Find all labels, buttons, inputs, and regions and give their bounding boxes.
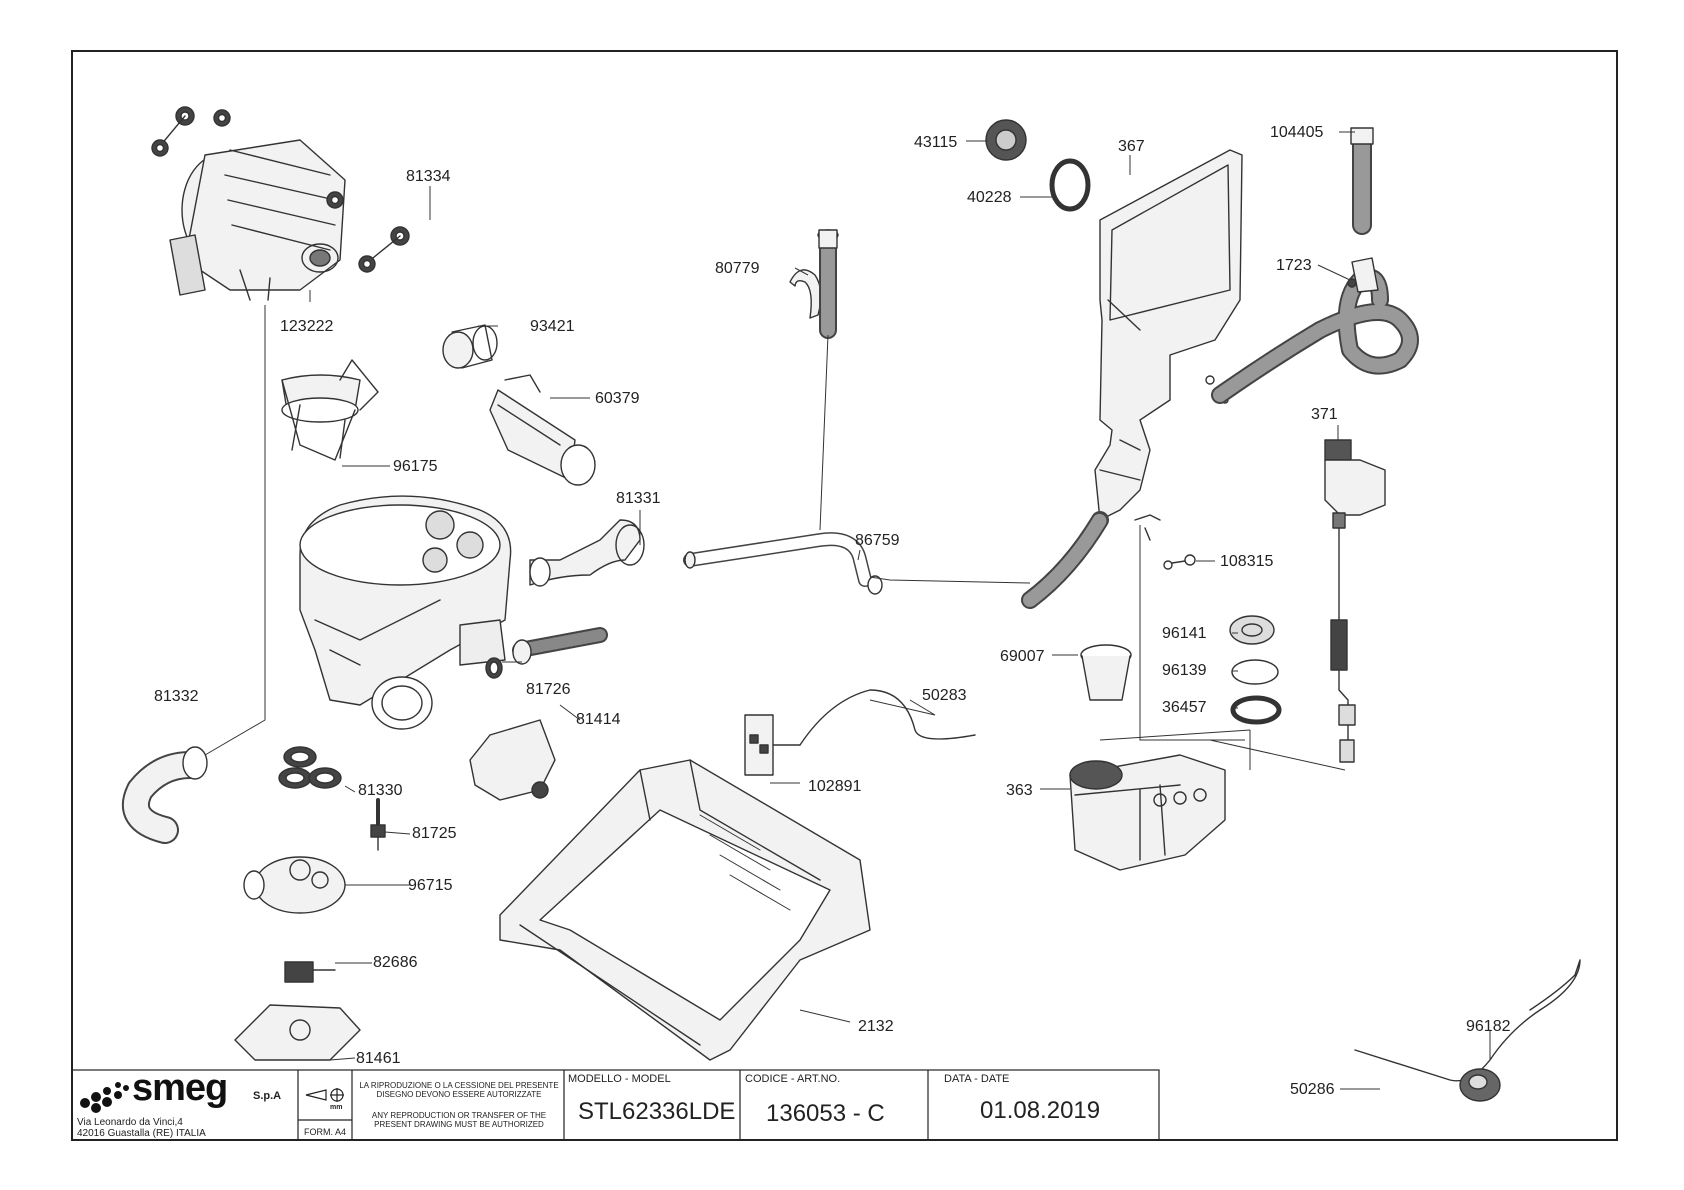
base-frame-2132-part [499,759,871,1061]
cover-43115-part [985,119,1027,161]
part-label-81726: 81726 [526,681,571,698]
cable-50283-part [799,689,976,746]
part-label-86759: 86759 [855,532,900,549]
corrugated-hose-part [512,627,608,665]
rings-81330-part [278,746,342,789]
part-label-371: 371 [1311,406,1338,423]
wire-harness-96182-part [1354,959,1581,1102]
connector-102891-part [744,714,801,776]
leader-lines [204,131,1491,1090]
part-label-81332: 81332 [154,688,199,705]
part-label-50283: 50283 [922,687,967,704]
logo-suffix: S.p.A [253,1090,282,1102]
clip-108315-part [1163,554,1196,570]
part-label-82686: 82686 [373,954,418,971]
smeg-logo-dots [80,1082,129,1113]
brand-logo: smeg [132,1067,228,1110]
address-line-2: 42016 Guastalla (RE) ITALIA [77,1128,206,1139]
part-label-104405: 104405 [1270,124,1324,141]
softener-363-part [1069,754,1226,871]
part-label-1723: 1723 [1276,257,1312,274]
model-value: STL62336LDE [578,1098,736,1125]
fitting-1723-part [1347,257,1379,293]
funnel-96175-part [281,359,379,461]
address-line-1: Via Leonardo da Vinci,4 [77,1117,183,1128]
format-label: FORM. A4 [304,1127,347,1137]
hose-104405-part [1350,127,1374,235]
part-label-81461: 81461 [356,1050,401,1067]
hose-81332-part [122,746,208,844]
part-label-96182: 96182 [1466,1018,1511,1035]
heater-60379-part [489,374,596,486]
valve-81725-part [370,798,386,851]
plate-81461-part [234,1004,361,1061]
date-value: 01.08.2019 [980,1097,1101,1124]
sump-assembly-part [299,495,512,730]
bush-link-81334-part [151,106,410,273]
code-header: CODICE - ART.NO. [745,1073,841,1085]
drain-pump-81414-part [469,719,556,801]
part-label-60379: 60379 [595,390,640,407]
part-label-36457: 36457 [1162,699,1207,716]
part-label-81334: 81334 [406,168,451,185]
connector-82686-part [284,961,336,983]
model-header: MODELLO - MODEL [568,1073,671,1085]
air-break-367-part [1094,149,1243,541]
part-label-43115: 43115 [914,134,958,151]
title-block [71,1069,1160,1141]
cap-69007-part [1080,644,1132,701]
part-label-81414: 81414 [576,711,621,728]
reproduction-notice-it: LA RIPRODUZIONE O LA CESSIONE DEL PRESEN… [359,1081,559,1099]
nut-96141-part [1229,615,1275,645]
part-label-367: 367 [1118,138,1145,155]
wash-pump-motor-part [169,139,346,301]
ring-96139-part [1231,659,1279,685]
vent-hose-part [817,229,839,339]
gasket-40228-part [1049,158,1091,212]
reproduction-notice-en: ANY REPRODUCTION OR TRANSFER OF THE PRES… [371,1111,547,1129]
part-label-108315: 108315 [1220,553,1274,570]
part-label-81330: 81330 [358,782,403,799]
part-label-80779: 80779 [715,260,760,277]
pressure-switch-96715-part [243,856,346,914]
gasket-36457-part [1230,695,1282,725]
part-label-96715: 96715 [408,877,453,894]
part-label-102891: 102891 [808,778,862,795]
seal-93421-part [442,324,498,369]
part-label-40228: 40228 [967,189,1012,206]
sensor-371-part [1324,439,1386,763]
part-label-81725: 81725 [412,825,457,842]
part-label-96139: 96139 [1162,662,1207,679]
part-label-93421: 93421 [530,318,575,335]
part-label-96175: 96175 [393,458,438,475]
part-label-69007: 69007 [1000,648,1045,665]
part-label-96141: 96141 [1162,625,1207,642]
part-label-363: 363 [1006,782,1033,799]
part-label-50286: 50286 [1290,1081,1335,1098]
part-label-81331: 81331 [616,490,661,507]
part-label-2132: 2132 [858,1018,894,1035]
clamp-81726-part [485,657,503,679]
code-value: 136053 - C [766,1100,885,1127]
part-label-123222: 123222 [280,318,334,335]
clip-80779-part [789,269,822,319]
hose-81331-part [529,519,645,587]
units-label: mm [330,1104,343,1111]
drain-hose-86759-part [683,532,883,595]
date-header: DATA - DATE [944,1073,1010,1085]
logo-wordmark: smeg [132,1067,228,1109]
